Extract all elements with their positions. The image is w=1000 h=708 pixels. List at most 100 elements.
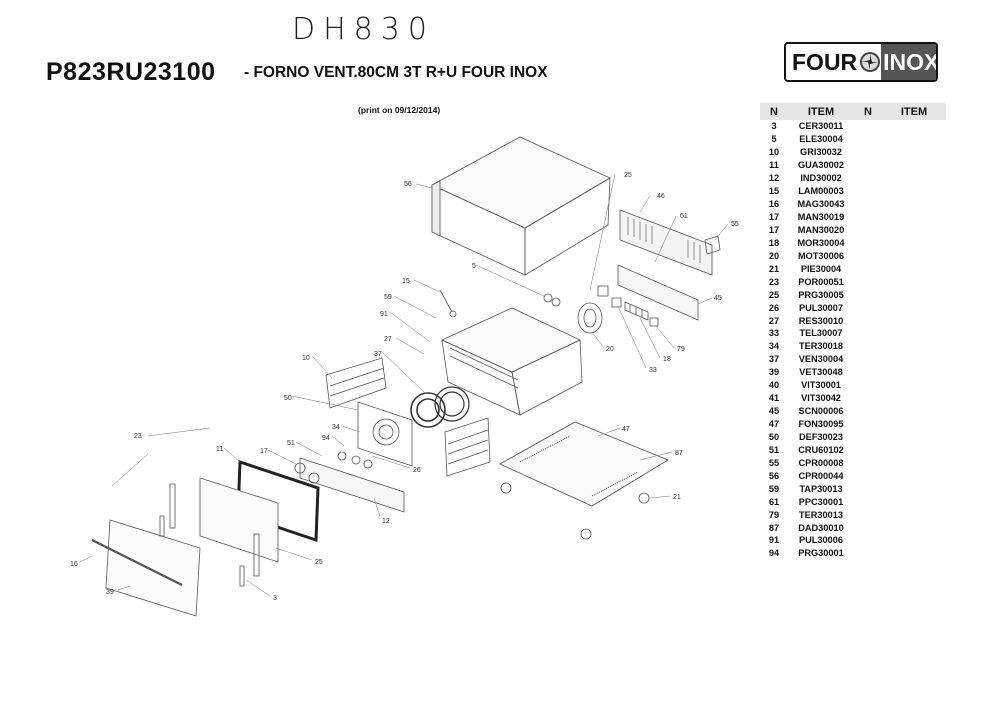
callout-79: 79 [677,346,685,353]
part-item-code: MAG30043 [797,199,845,210]
callout-18: 18 [663,356,671,363]
callout-37: 37 [374,351,382,358]
callout-16: 16 [70,561,78,568]
door-handle [91,539,183,586]
terminal-block [624,301,649,321]
part-item-code: IND30002 [800,173,842,184]
callout-56: 56 [404,181,412,188]
hinge [253,533,260,577]
parts-table-header: N ITEM N ITEM [760,103,946,120]
side-rack-left [325,357,387,409]
callout-21: 21 [673,494,681,501]
part-number: 59 [768,483,780,494]
part-number: 25 [768,289,780,300]
header-item: ITEM [900,105,928,118]
element-connector [543,293,561,307]
part-item-code: TER30018 [799,341,843,352]
part-item-code: VIT30001 [801,380,841,391]
callout-23: 23 [134,433,142,440]
part-item-code: MOT30006 [798,250,844,261]
callout-91: 91 [380,311,388,318]
part-number: 10 [768,147,780,158]
handwritten-note: DH830 [292,12,435,47]
switch [649,317,659,327]
callout-26: 26 [413,467,421,474]
part-item-code: CRU60102 [798,444,844,455]
part-number: 3 [771,121,777,132]
knob [294,462,306,474]
part-item-code: LAM00003 [798,186,844,197]
part-number: 5 [771,134,777,145]
oven-cavity [441,307,583,416]
part-item-code: VIT30042 [801,393,841,404]
part-item-code: MOR30004 [797,237,845,248]
brand-logo: FOUR INOX [784,42,938,82]
callout-5: 5 [472,263,476,270]
part-item-code: ELE30004 [799,134,843,145]
part-number: 61 [768,496,780,507]
part-item-code: GRI30032 [800,147,842,158]
part-number: 17 [768,212,780,223]
part-number: 51 [768,444,780,455]
part-number: 23 [768,276,780,287]
part-item-code: VET30048 [799,367,843,378]
part-number: 41 [768,393,780,404]
part-item-code: PUL30007 [799,302,843,313]
part-number: 20 [768,250,780,261]
part-number: 94 [768,548,780,559]
hinge-bracket [159,515,165,537]
hinge-bracket [239,565,245,587]
callout-12: 12 [382,518,390,525]
part-number: 27 [768,315,780,326]
side-rack-right [444,417,491,477]
logo-text-right: INOX [881,44,936,80]
fan-icon [859,44,882,80]
callout-10: 10 [302,355,310,362]
callout-25: 25 [315,559,323,566]
callout-47: 47 [622,426,630,433]
part-number: 40 [768,380,780,391]
parts-table-row: 34 TER30018 [760,340,946,353]
oven-lamp [439,289,457,318]
part-number: 15 [768,186,780,197]
part-item-code: GUA30002 [798,160,844,171]
callout-33: 33 [649,367,657,374]
callout-39: 39 [106,589,114,596]
parts-table-row: 26 PUL30007 [760,301,946,314]
header-n: N [864,105,872,118]
callout-25: 25 [624,172,632,179]
print-date: (print on 09/12/2014) [358,105,441,115]
exploded-diagram: 56 25 46 61 55 5 15 45 59 91 27 20 79 18… [70,136,739,617]
part-number: 34 [768,341,780,352]
fan-motor [577,302,603,334]
callout-51: 51 [287,440,295,447]
part-number: 18 [768,237,780,248]
part-number: 16 [768,199,780,210]
parts-table-row: 5 ELE30004 [760,133,946,146]
part-item-code: SCN00006 [798,406,844,417]
part-number: 50 [768,431,780,442]
callout-45: 45 [714,295,722,302]
terminal-box [704,235,721,255]
part-number: 91 [768,535,780,546]
part-number: 37 [768,354,780,365]
part-item-code: TAP30013 [799,483,843,494]
top-cover [431,136,611,276]
part-item-code: MAN30020 [797,224,845,235]
callout-11: 11 [216,446,223,453]
parts-table-row: 20 MOT30006 [760,249,946,262]
part-number: 26 [768,302,780,313]
callout-87: 87 [675,450,683,457]
